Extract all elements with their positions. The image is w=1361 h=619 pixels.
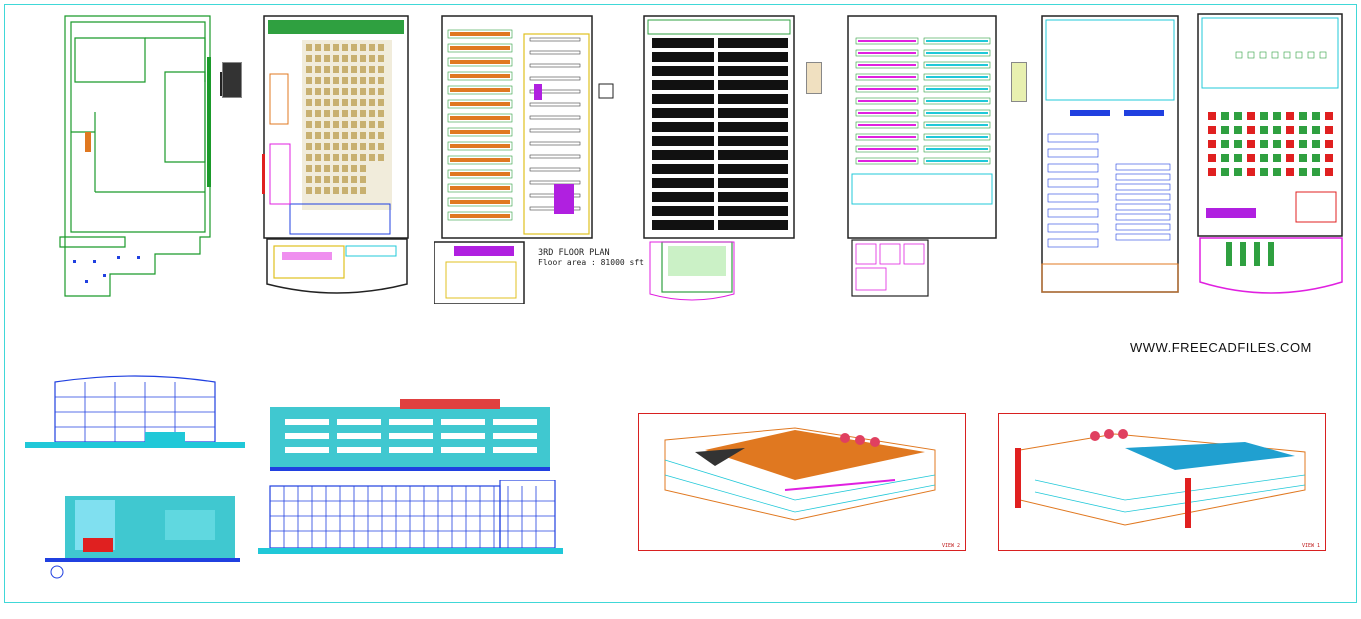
floor-plan-5 xyxy=(847,15,997,297)
drawing-frame xyxy=(4,4,1357,603)
watermark-text: WWW.FREECADFILES.COM xyxy=(1130,340,1312,355)
section-1 xyxy=(258,480,563,554)
floor-plan-7 xyxy=(1197,13,1343,294)
3d-view-2 xyxy=(1015,429,1306,528)
detail-block-1 xyxy=(222,62,242,98)
elevation-1 xyxy=(25,375,245,448)
detail-block-2 xyxy=(806,62,822,94)
detail-block-3 xyxy=(1011,62,1027,102)
floor-plan-3 xyxy=(434,15,614,304)
elevation-2 xyxy=(270,399,550,471)
3d-view-2-frame xyxy=(998,413,1326,551)
3d-view-2-label: VIEW 1 xyxy=(1302,543,1321,549)
floor-plan-2 xyxy=(262,15,409,294)
floor-plan-1 xyxy=(59,15,230,297)
elevation-3 xyxy=(45,496,240,579)
floor-plan-4 xyxy=(643,15,795,301)
3d-view-1-frame xyxy=(638,413,966,551)
floor-plan-6 xyxy=(1041,15,1179,293)
plan-3-title: 3RD FLOOR PLAN xyxy=(538,248,610,258)
3d-view-1 xyxy=(664,427,936,521)
plan-3-area: Floor area : 81000 sft xyxy=(538,258,644,267)
3d-view-1-label: VIEW 2 xyxy=(942,543,961,549)
